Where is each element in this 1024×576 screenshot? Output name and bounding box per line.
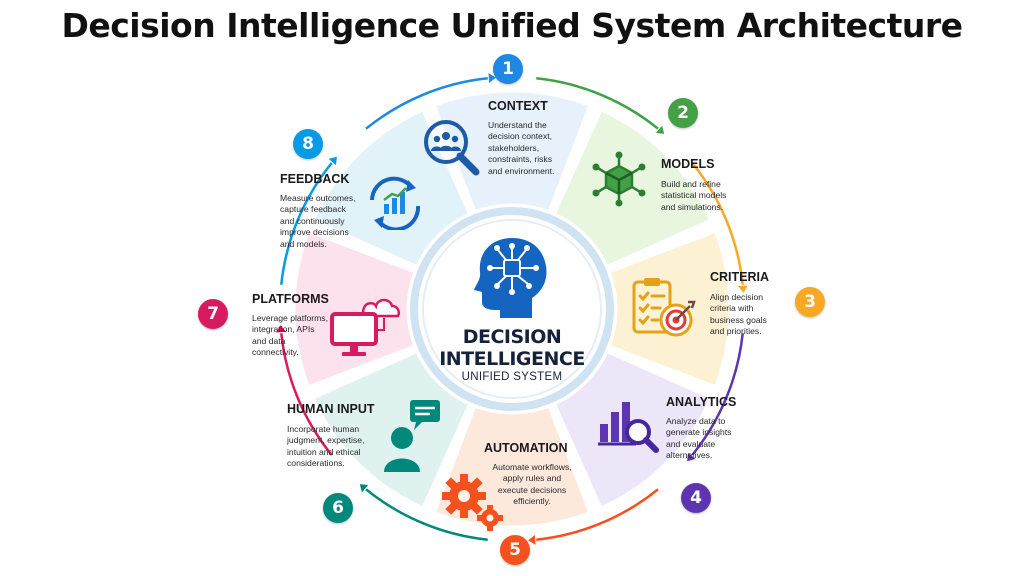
flow-arc-5 [365, 488, 488, 541]
center-title-line-2: INTELLIGENCE [439, 348, 585, 370]
segment-platforms-panel [292, 229, 417, 389]
flow-arc-3 [691, 333, 744, 456]
flow-arc-8 [365, 77, 488, 130]
center-subtitle: UNIFIED SYSTEM [461, 371, 563, 383]
step-badge-5: 5 [500, 535, 530, 565]
monitor-cloud-icon [330, 298, 400, 356]
segment-human-input-panel [311, 349, 472, 510]
segment-criteria-title: CRITERIA [710, 270, 770, 284]
step-badge-8: 8 [293, 129, 323, 159]
cycle-chart-icon [370, 176, 421, 230]
segment-feedback-panel [311, 108, 472, 269]
brain-circuit-icon [474, 238, 547, 318]
bar-chart-magnifier-icon [598, 402, 659, 453]
people-magnifier-icon [424, 120, 480, 176]
flow-arc-1 [536, 77, 659, 130]
segment-analytics-title: ANALYTICS [666, 395, 737, 409]
flow-arrowhead-6 [276, 325, 286, 333]
step-badge-4: 4 [681, 483, 711, 513]
segment-context-title: CONTEXT [488, 99, 548, 113]
flow-arrowhead-7 [328, 156, 337, 166]
gears-icon [442, 474, 503, 531]
step-badge-3: 3 [795, 287, 825, 317]
flow-arrowhead-2 [738, 285, 748, 293]
page-title: Decision Intelligence Unified System Arc… [61, 6, 963, 45]
flow-arrowhead-4 [528, 535, 536, 545]
person-chat-icon [384, 400, 440, 472]
flow-arc-7 [280, 162, 333, 285]
flow-arc-2 [691, 162, 744, 285]
segment-context-panel [432, 89, 592, 214]
center-title-line-1: DECISION [462, 326, 562, 348]
segment-feedback-title: FEEDBACK [280, 172, 350, 186]
network-cube-icon [592, 151, 646, 207]
flow-arrowhead-3 [687, 452, 696, 462]
flow-arc-6 [280, 333, 333, 456]
step-badge-7: 7 [198, 299, 228, 329]
flow-arrowhead-1 [655, 125, 665, 134]
step-badge-2: 2 [668, 98, 698, 128]
step-badge-1: 1 [493, 54, 523, 84]
segment-platforms-title: PLATFORMS [252, 292, 329, 306]
checklist-target-icon [632, 278, 696, 337]
segment-human-input-title: HUMAN INPUT [287, 402, 375, 416]
segment-automation-title: AUTOMATION [484, 441, 568, 455]
center-title: DECISION INTELLIGENCE [432, 326, 592, 370]
segment-models-title: MODELS [661, 157, 715, 171]
flow-arc-4 [536, 488, 659, 541]
flow-arrowhead-8 [488, 73, 496, 83]
flow-arrowhead-5 [359, 484, 369, 493]
step-badge-6: 6 [323, 493, 353, 523]
